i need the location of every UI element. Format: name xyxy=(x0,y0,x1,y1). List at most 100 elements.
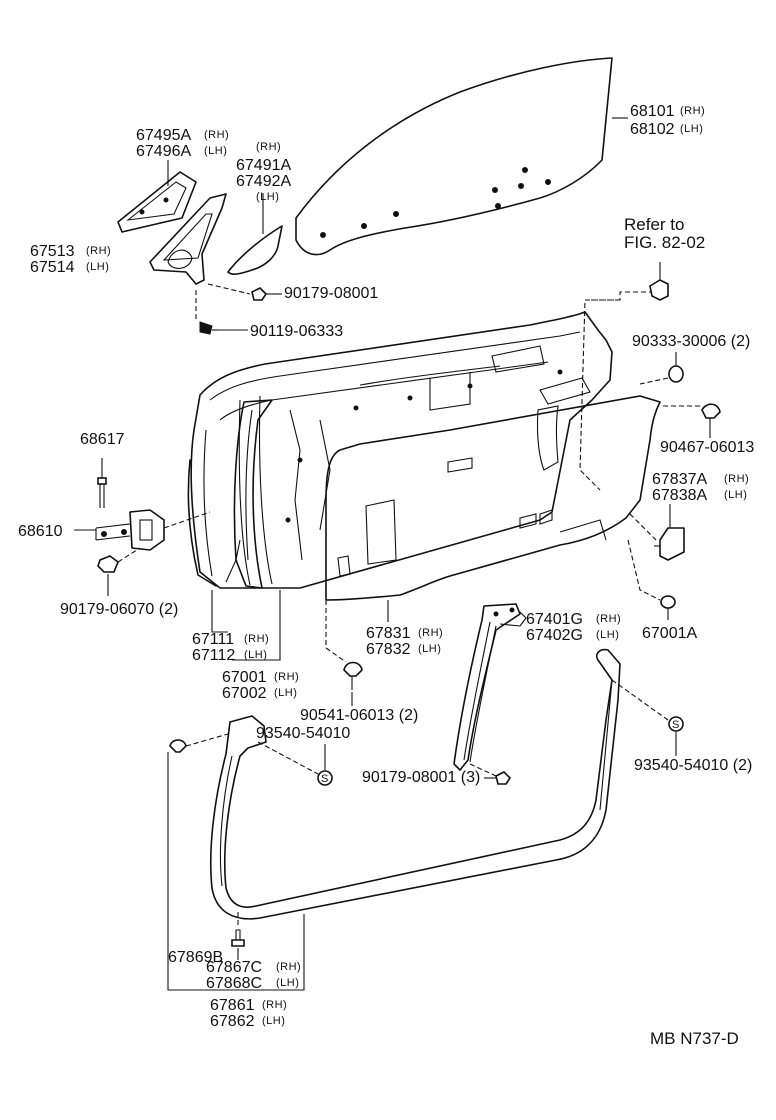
door-weatherstrip-67861 xyxy=(210,648,621,920)
quarter-frame-67513 xyxy=(149,193,227,285)
footer-code: MB N737-D xyxy=(650,1029,739,1048)
label-67867c: 67867C (RH) 67868C (LH) xyxy=(206,959,301,992)
svg-text:67514: 67514 xyxy=(30,259,75,276)
svg-text:67861: 67861 xyxy=(210,997,255,1014)
label-90179-08001-bottom: 90179-08001 (3) xyxy=(362,769,480,786)
label-67001a: 67001A xyxy=(642,625,697,642)
pin-68617 xyxy=(97,477,107,508)
svg-text:67867C: 67867C xyxy=(206,959,262,976)
label-67491a: (RH) 67491A 67492A (LH) xyxy=(236,141,291,203)
svg-text:67491A: 67491A xyxy=(236,157,291,174)
label-67401g: 67401G (RH) 67402G (LH) xyxy=(526,611,621,644)
label-90119-06333: 90119-06333 xyxy=(250,323,343,340)
label-67495a: 67495A (RH) 67496A (LH) xyxy=(136,127,229,160)
label-68617: 68617 xyxy=(80,431,125,448)
label-90179-06070: 90179-06070 (2) xyxy=(60,601,178,618)
label-67001: 67001 (RH) 67002 (LH) xyxy=(222,669,299,702)
svg-text:(RH): (RH) xyxy=(204,129,229,141)
door-check-68610 xyxy=(95,509,165,551)
clip-90467-06013 xyxy=(701,403,721,426)
svg-text:(RH): (RH) xyxy=(244,633,269,645)
clip-fig-82-02 xyxy=(649,279,669,301)
svg-text:67002: 67002 xyxy=(222,685,267,702)
svg-text:(RH): (RH) xyxy=(256,141,281,153)
svg-text:67492A: 67492A xyxy=(236,173,291,190)
svg-text:67831: 67831 xyxy=(366,625,411,642)
svg-text:(RH): (RH) xyxy=(418,627,443,639)
label-90467-06013: 90467-06013 xyxy=(660,439,754,456)
svg-text:(RH): (RH) xyxy=(262,999,287,1011)
svg-text:67496A: 67496A xyxy=(136,143,191,160)
svg-text:67112: 67112 xyxy=(192,647,235,664)
svg-text:(LH): (LH) xyxy=(596,629,619,641)
svg-text:67111: 67111 xyxy=(192,631,234,648)
svg-text:(LH): (LH) xyxy=(274,687,297,699)
quarter-glass-67495a xyxy=(117,171,197,233)
svg-text:(LH): (LH) xyxy=(86,261,109,273)
label-67869b: 67869B xyxy=(168,949,223,966)
label-68101: 68101 (RH) 68102 (LH) xyxy=(630,103,705,138)
svg-text:67401G: 67401G xyxy=(526,611,583,628)
svg-text:(LH): (LH) xyxy=(256,191,279,203)
door-trim-panel xyxy=(325,395,661,601)
svg-text:FIG. 82-02: FIG. 82-02 xyxy=(624,233,705,252)
svg-text:(LH): (LH) xyxy=(204,145,227,157)
seal-93540-54010-left: S xyxy=(317,770,333,786)
svg-text:67862: 67862 xyxy=(210,1013,255,1030)
svg-text:(RH): (RH) xyxy=(724,473,749,485)
label-68610: 68610 xyxy=(18,523,63,540)
svg-text:Refer to: Refer to xyxy=(624,215,684,234)
seal-93540-54010-right: S xyxy=(668,716,684,732)
svg-text:67513: 67513 xyxy=(30,243,75,260)
svg-text:(LH): (LH) xyxy=(680,123,703,135)
svg-text:(RH): (RH) xyxy=(86,245,111,257)
svg-text:68101: 68101 xyxy=(630,103,675,120)
nut-90179-06070 xyxy=(97,555,119,573)
svg-text:(LH): (LH) xyxy=(418,643,441,655)
plug-67001a xyxy=(660,595,676,609)
svg-text:(LH): (LH) xyxy=(262,1015,285,1027)
label-90179-08001-top: 90179-08001 xyxy=(284,285,378,302)
svg-text:67495A: 67495A xyxy=(136,127,191,144)
svg-text:67402G: 67402G xyxy=(526,627,583,644)
quarter-glass-67491a xyxy=(227,225,283,275)
label-67111: 67111 (RH) 67112 (LH) xyxy=(192,631,269,664)
clip-90541-06013 xyxy=(343,661,363,690)
svg-text:(LH): (LH) xyxy=(244,649,267,661)
svg-text:(RH): (RH) xyxy=(596,613,621,625)
svg-text:S: S xyxy=(321,773,329,785)
svg-text:68102: 68102 xyxy=(630,121,675,138)
grommet-90333-30006 xyxy=(668,365,684,383)
svg-text:67832: 67832 xyxy=(366,641,411,658)
svg-text:67001: 67001 xyxy=(222,669,267,686)
door-weatherstrip-67111 xyxy=(233,399,273,589)
svg-text:(LH): (LH) xyxy=(724,489,747,501)
svg-text:(RH): (RH) xyxy=(274,671,299,683)
label-refer-to: Refer to FIG. 82-02 xyxy=(624,215,705,252)
label-93540-54010-right: 93540-54010 (2) xyxy=(634,757,752,774)
label-67861: 67861 (RH) 67862 (LH) xyxy=(210,997,287,1030)
nut-90179-08001-bottom xyxy=(495,771,512,785)
svg-text:(RH): (RH) xyxy=(276,961,301,973)
clip-67869b xyxy=(169,739,187,753)
glass-run-67401g xyxy=(453,603,521,771)
screw-90119-06333 xyxy=(199,321,218,335)
svg-text:(RH): (RH) xyxy=(680,105,705,117)
label-93540-54010-left: 93540-54010 xyxy=(256,725,350,742)
svg-text:S: S xyxy=(672,719,680,731)
door-glass xyxy=(295,57,613,256)
clip-67867c xyxy=(231,929,245,947)
nut-90179-08001-top xyxy=(251,287,268,301)
svg-text:67837A: 67837A xyxy=(652,471,707,488)
label-90333-30006: 90333-30006 (2) xyxy=(632,333,750,350)
label-90541-06013: 90541-06013 (2) xyxy=(300,707,418,724)
courtesy-lamp-67837a xyxy=(654,527,685,561)
svg-text:67868C: 67868C xyxy=(206,975,262,992)
svg-text:67838A: 67838A xyxy=(652,487,707,504)
label-67513: 67513 (RH) 67514 (LH) xyxy=(30,243,111,276)
label-67837a: 67837A (RH) 67838A (LH) xyxy=(652,471,749,504)
door-shell xyxy=(187,311,613,589)
label-67831: 67831 (RH) 67832 (LH) xyxy=(366,625,443,658)
svg-text:(LH): (LH) xyxy=(276,977,299,989)
